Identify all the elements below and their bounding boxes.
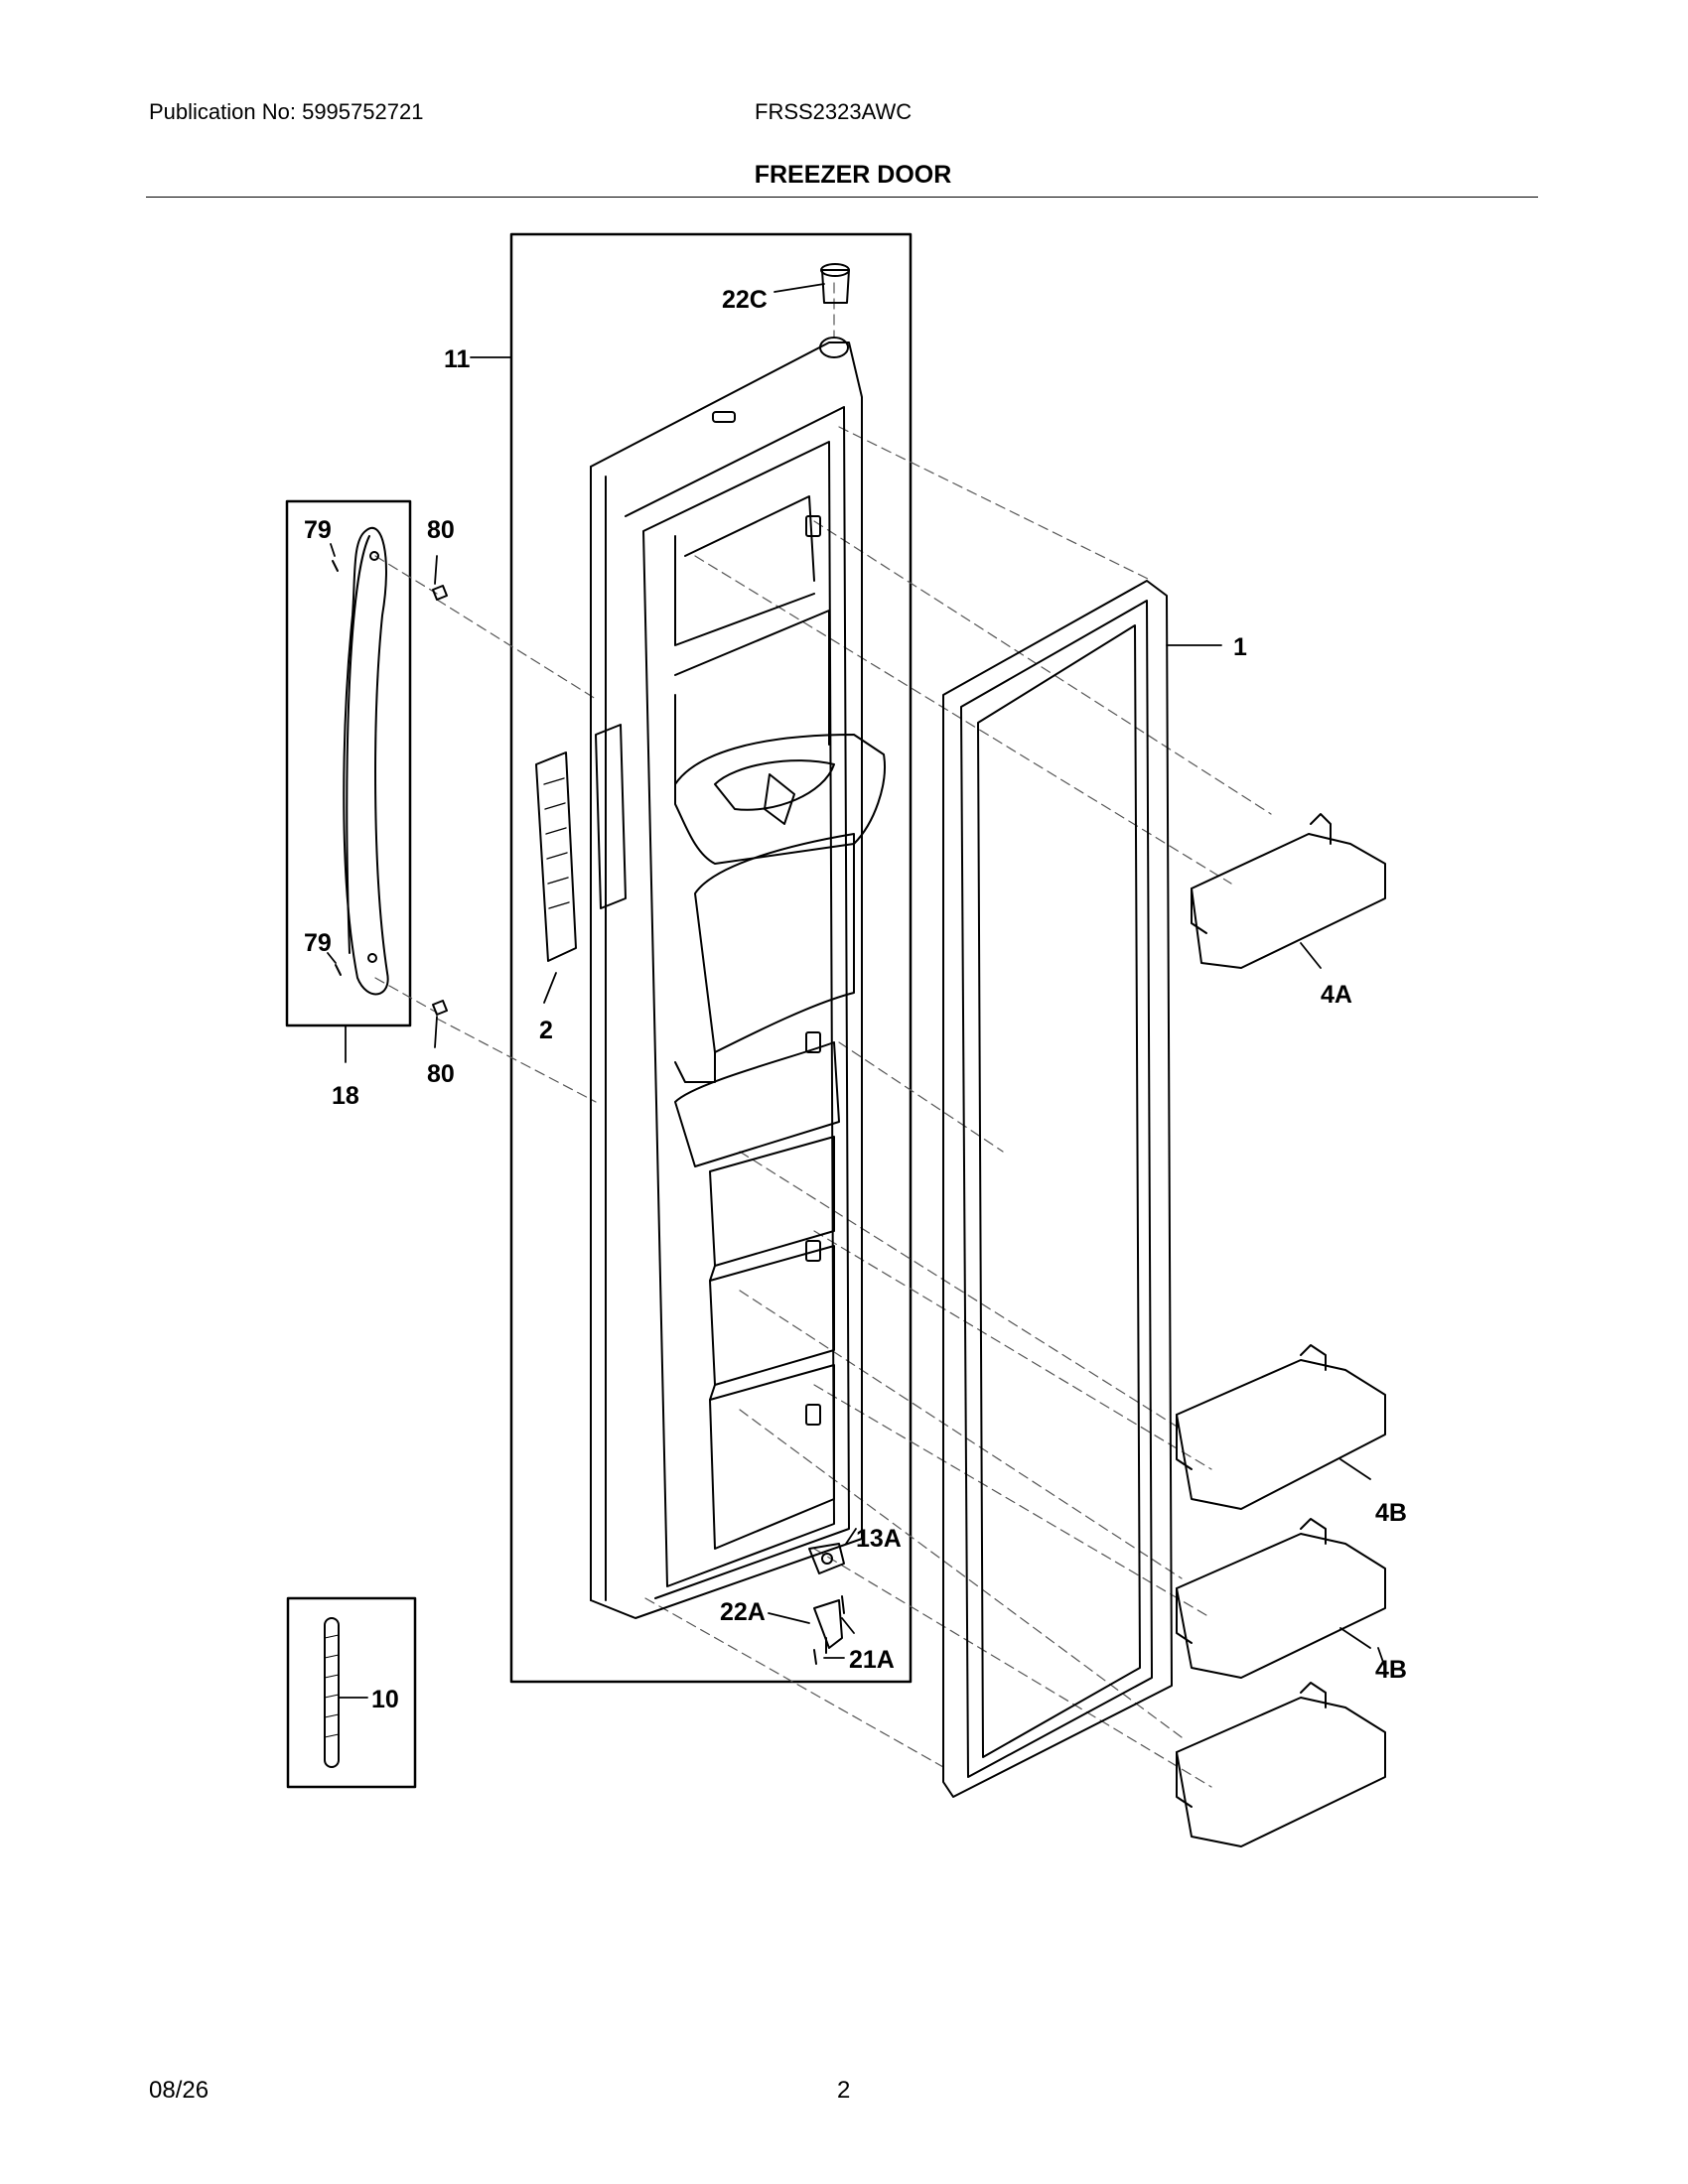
door-liner bbox=[590, 337, 886, 1619]
callout-18: 18 bbox=[332, 1082, 359, 1110]
header-rule bbox=[146, 197, 1538, 198]
door-bin-4a bbox=[1191, 813, 1386, 969]
handle-box bbox=[285, 499, 412, 1027]
callout-79-bottom: 79 bbox=[304, 929, 332, 957]
footer-date: 08/26 bbox=[149, 2077, 210, 2104]
leader-lines bbox=[327, 283, 1386, 1699]
door-gasket bbox=[942, 580, 1173, 1798]
model-number: FRSS2323AWC bbox=[755, 99, 913, 124]
callout-22c: 22C bbox=[722, 286, 768, 314]
callout-2: 2 bbox=[539, 1017, 553, 1044]
callout-1: 1 bbox=[1233, 633, 1247, 661]
gasket-tube-box bbox=[286, 1596, 417, 1789]
callout-80-bottom: 80 bbox=[427, 1060, 455, 1088]
door-bin-4b-upper bbox=[1176, 1344, 1386, 1510]
callout-13a: 13A bbox=[856, 1525, 902, 1553]
gasket-tube bbox=[324, 1617, 340, 1768]
door-assembly-box bbox=[509, 232, 913, 1684]
page-number: 2 bbox=[837, 2077, 851, 2104]
section-title: FREEZER DOOR bbox=[754, 161, 952, 189]
callout-11: 11 bbox=[444, 345, 471, 373]
screws-80 bbox=[432, 585, 448, 1016]
door-handle bbox=[332, 526, 389, 996]
cap-22c bbox=[820, 263, 850, 304]
dispenser-panel bbox=[535, 724, 627, 962]
alignment-lines bbox=[374, 282, 1272, 1788]
callout-79-top: 79 bbox=[304, 516, 332, 544]
callout-22a: 22A bbox=[720, 1598, 766, 1626]
callout-4a: 4A bbox=[1321, 981, 1352, 1009]
hinge-parts bbox=[808, 1543, 845, 1665]
callout-21a: 21A bbox=[849, 1646, 895, 1674]
publication-number: Publication No: 5995752721 bbox=[149, 99, 424, 124]
door-bin-4b-lower bbox=[1176, 1682, 1386, 1847]
callout-4b-lower: 4B bbox=[1375, 1656, 1407, 1684]
callout-80-top: 80 bbox=[427, 516, 455, 544]
callout-4b-upper: 4B bbox=[1375, 1499, 1407, 1527]
door-bin-4b-middle bbox=[1176, 1518, 1386, 1679]
callout-10: 10 bbox=[371, 1686, 399, 1713]
